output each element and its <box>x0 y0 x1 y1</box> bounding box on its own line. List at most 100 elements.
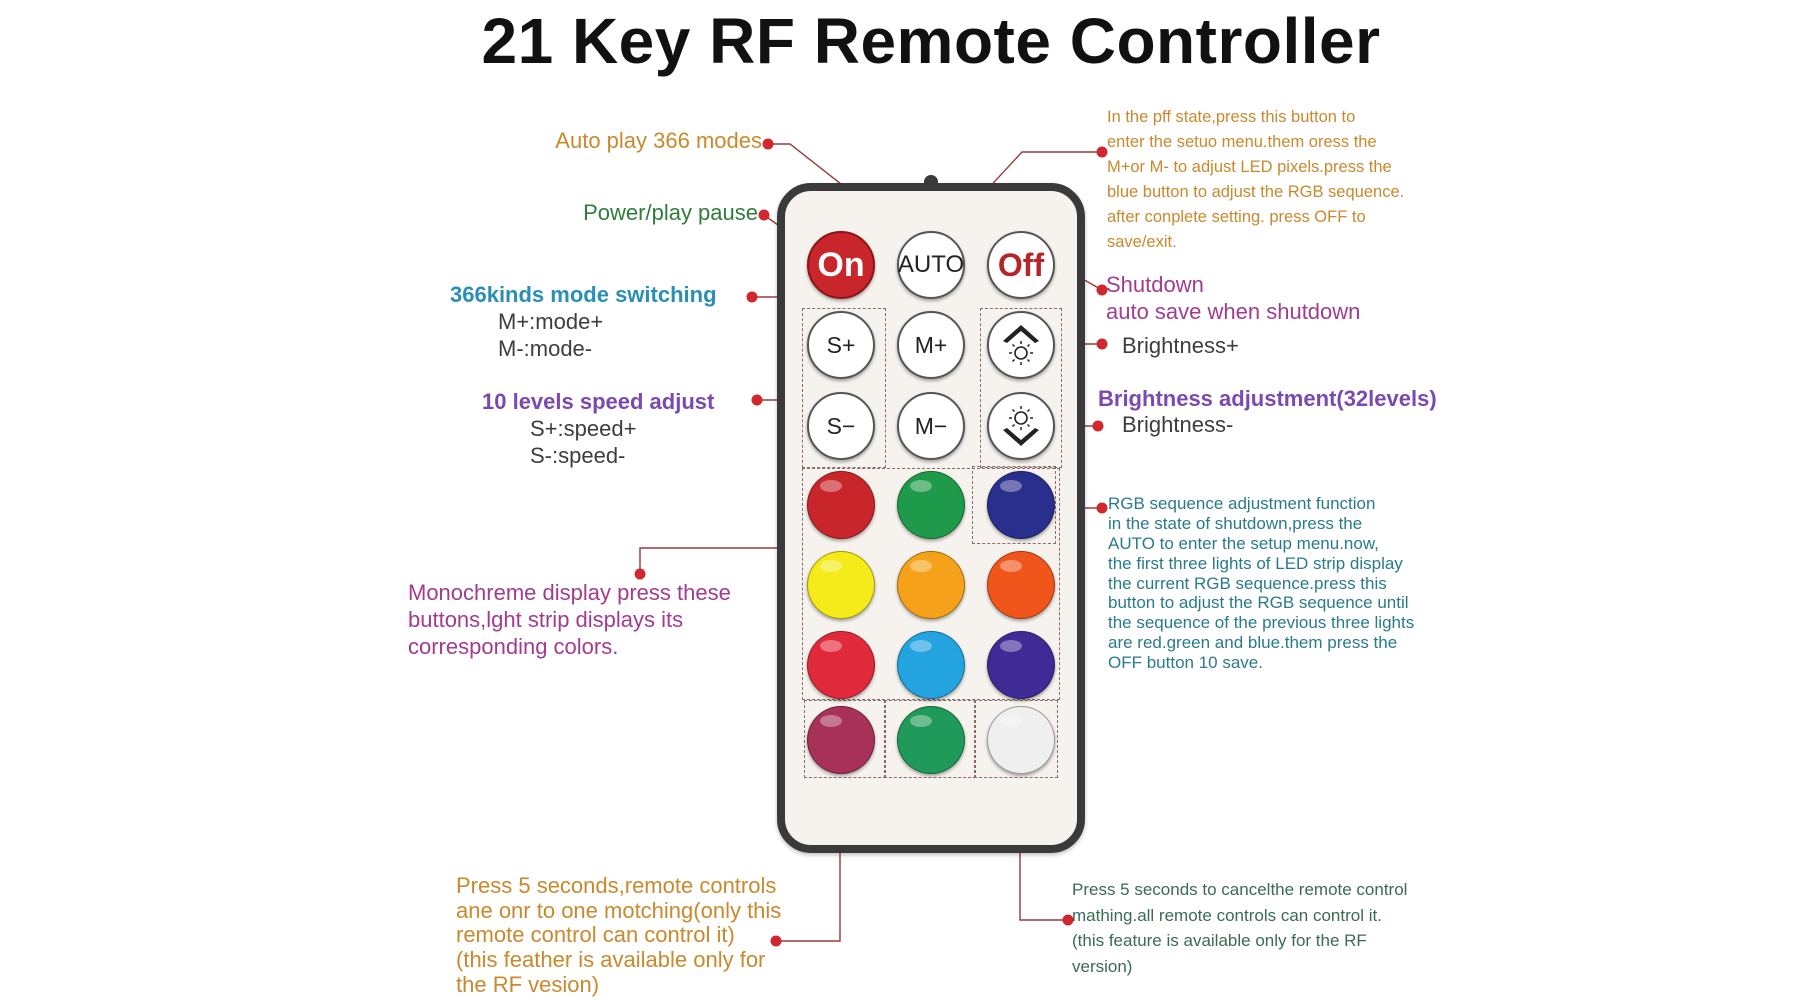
color-button-orange[interactable] <box>987 551 1055 619</box>
label-speed-adjust: 10 levels speed adjust S+:speed+ S-:spee… <box>482 389 714 469</box>
dot-brightness-minus <box>1092 420 1104 432</box>
dot-mode-switching <box>746 291 758 303</box>
speed-adjust-line: S+:speed+ <box>530 415 637 441</box>
dot-shutdown <box>1096 284 1108 296</box>
mode-minus-button[interactable]: M− <box>897 392 965 460</box>
mode-plus-label: M+ <box>914 331 948 358</box>
speed-plus-label: S+ <box>826 331 856 358</box>
label-monochrome: Monochreme display press these buttons,l… <box>408 580 731 660</box>
rgb-sequence-line: the sequence of the previous three light… <box>1108 613 1415 633</box>
rgb-sequence-line: the first three lights of LED strip disp… <box>1108 553 1403 573</box>
dot-cancel-pairing <box>1062 914 1074 926</box>
pairing-line: the RF vesion) <box>456 971 600 997</box>
pairing-line: (this feather is available only for <box>456 946 766 972</box>
speed-adjust-line: S-:speed- <box>530 442 626 468</box>
color-button-sky-blue[interactable] <box>897 631 965 699</box>
brightness-minus-button[interactable] <box>987 392 1055 460</box>
setup-menu-line: M+or M- to adjust LED pixels.press the <box>1107 158 1392 177</box>
dot-rgb-sequence <box>1096 502 1108 514</box>
color-button-group <box>802 468 1060 700</box>
brightness-plus-button[interactable] <box>987 311 1055 379</box>
green-button-group <box>884 700 976 778</box>
label-brightness-minus: Brightness- <box>1122 412 1234 437</box>
monochrome-line: buttons,lght strip displays its <box>408 606 684 632</box>
label-pairing: Press 5 seconds,remote controls ane onr … <box>456 873 782 997</box>
cancel-pairing-button-group <box>974 700 1058 778</box>
rgb-sequence-line: are red.green and blue.them press the <box>1108 633 1398 653</box>
setup-menu-line: save/exit. <box>1107 233 1177 252</box>
brightness-down-icon <box>1003 406 1039 446</box>
dot-brightness-plus <box>1096 338 1108 350</box>
rgb-sequence-line: button to adjust the RGB sequence until <box>1108 593 1409 613</box>
on-button-label: On <box>817 245 865 284</box>
setup-menu-line: blue button to adjust the RGB sequence. <box>1107 183 1405 202</box>
shutdown-line: auto save when shutdown <box>1106 298 1361 324</box>
label-auto-play: Auto play 366 modes <box>555 128 762 153</box>
mode-switching-line: M-:mode- <box>498 335 593 361</box>
label-shutdown: Shutdown auto save when shutdown <box>1106 272 1360 326</box>
monochrome-line: corresponding colors. <box>408 633 619 659</box>
speed-plus-button[interactable]: S+ <box>807 311 875 379</box>
mode-plus-button[interactable]: M+ <box>897 311 965 379</box>
dot-pairing <box>770 935 782 947</box>
auto-button[interactable]: AUTO <box>897 231 965 299</box>
setup-menu-line: enter the setuo menu.them oress the <box>1107 133 1377 152</box>
label-mode-switching: 366kinds mode switching M+:mode+ M-:mode… <box>450 282 717 362</box>
dot-power <box>758 209 770 221</box>
speed-minus-label: S− <box>826 412 856 439</box>
brightness-up-icon <box>1003 325 1039 365</box>
color-button-white-cancel-pairing[interactable] <box>987 706 1055 774</box>
mode-switching-line: M+:mode+ <box>498 308 604 334</box>
dot-auto-play <box>762 138 774 150</box>
speed-minus-button[interactable]: S− <box>807 392 875 460</box>
rgb-sequence-line: AUTO to enter the setup menu.now, <box>1108 533 1379 553</box>
brightness-button-group <box>980 308 1062 468</box>
rgb-sequence-line: RGB sequence adjustment function <box>1108 494 1376 513</box>
cancel-pairing-line: (this feature is available only for the … <box>1072 931 1367 950</box>
off-button-label: Off <box>997 246 1045 283</box>
color-button-wine-pairing[interactable] <box>807 706 875 774</box>
dot-setup-menu <box>1096 146 1108 158</box>
color-button-red[interactable] <box>807 471 875 539</box>
color-button-crimson[interactable] <box>807 631 875 699</box>
mode-switching-title: 366kinds mode switching <box>450 282 717 307</box>
pairing-line: remote control can control it) <box>456 922 735 948</box>
monochrome-line: Monochreme display press these <box>408 580 731 605</box>
rgb-sequence-line: in the state of shutdown,press the <box>1108 513 1363 533</box>
label-brightness-plus: Brightness+ <box>1122 333 1239 358</box>
label-cancel-pairing: Press 5 seconds to cancelthe remote cont… <box>1072 877 1407 979</box>
color-button-emerald[interactable] <box>897 706 965 774</box>
connector-monochrome <box>639 547 805 574</box>
rgb-sequence-line: OFF button 10 save. <box>1108 653 1263 672</box>
page-title: 21 Key RF Remote Controller <box>481 5 1381 77</box>
off-button[interactable]: Off <box>987 231 1055 299</box>
dot-monochrome <box>634 568 646 580</box>
on-button[interactable]: On <box>807 231 875 299</box>
blue-button-group <box>972 466 1056 544</box>
label-brightness-adjust: Brightness adjustment(32levels) <box>1098 386 1437 411</box>
setup-menu-line: In the pff state,press this button to <box>1107 108 1356 126</box>
cancel-pairing-line: version) <box>1072 956 1133 976</box>
color-button-amber[interactable] <box>897 551 965 619</box>
dot-speed-adjust <box>751 394 763 406</box>
label-setup-menu: In the pff state,press this button to en… <box>1107 105 1404 255</box>
ir-emitter <box>924 175 938 185</box>
pairing-line: Press 5 seconds,remote controls <box>456 873 777 898</box>
pairing-line: ane onr to one motching(only this <box>456 897 782 923</box>
color-button-green[interactable] <box>897 471 965 539</box>
setup-menu-line: after conplete setting. press OFF to <box>1107 208 1366 227</box>
pairing-button-group <box>804 700 886 778</box>
shutdown-line: Shutdown <box>1106 272 1204 297</box>
mode-minus-label: M− <box>914 412 948 439</box>
label-power: Power/play pause <box>583 200 758 225</box>
rgb-sequence-line: the current RGB sequence.press this <box>1108 573 1387 593</box>
cancel-pairing-line: mathing.all remote controls can control … <box>1072 905 1382 925</box>
auto-button-label: AUTO <box>897 251 965 278</box>
label-rgb-sequence: RGB sequence adjustment function in the … <box>1108 494 1414 673</box>
cancel-pairing-line: Press 5 seconds to cancelthe remote cont… <box>1072 880 1408 899</box>
color-button-blue[interactable] <box>987 471 1055 539</box>
color-button-yellow[interactable] <box>807 551 875 619</box>
speed-adjust-title: 10 levels speed adjust <box>482 389 715 414</box>
speed-button-group <box>802 308 886 468</box>
color-button-indigo[interactable] <box>987 631 1055 699</box>
